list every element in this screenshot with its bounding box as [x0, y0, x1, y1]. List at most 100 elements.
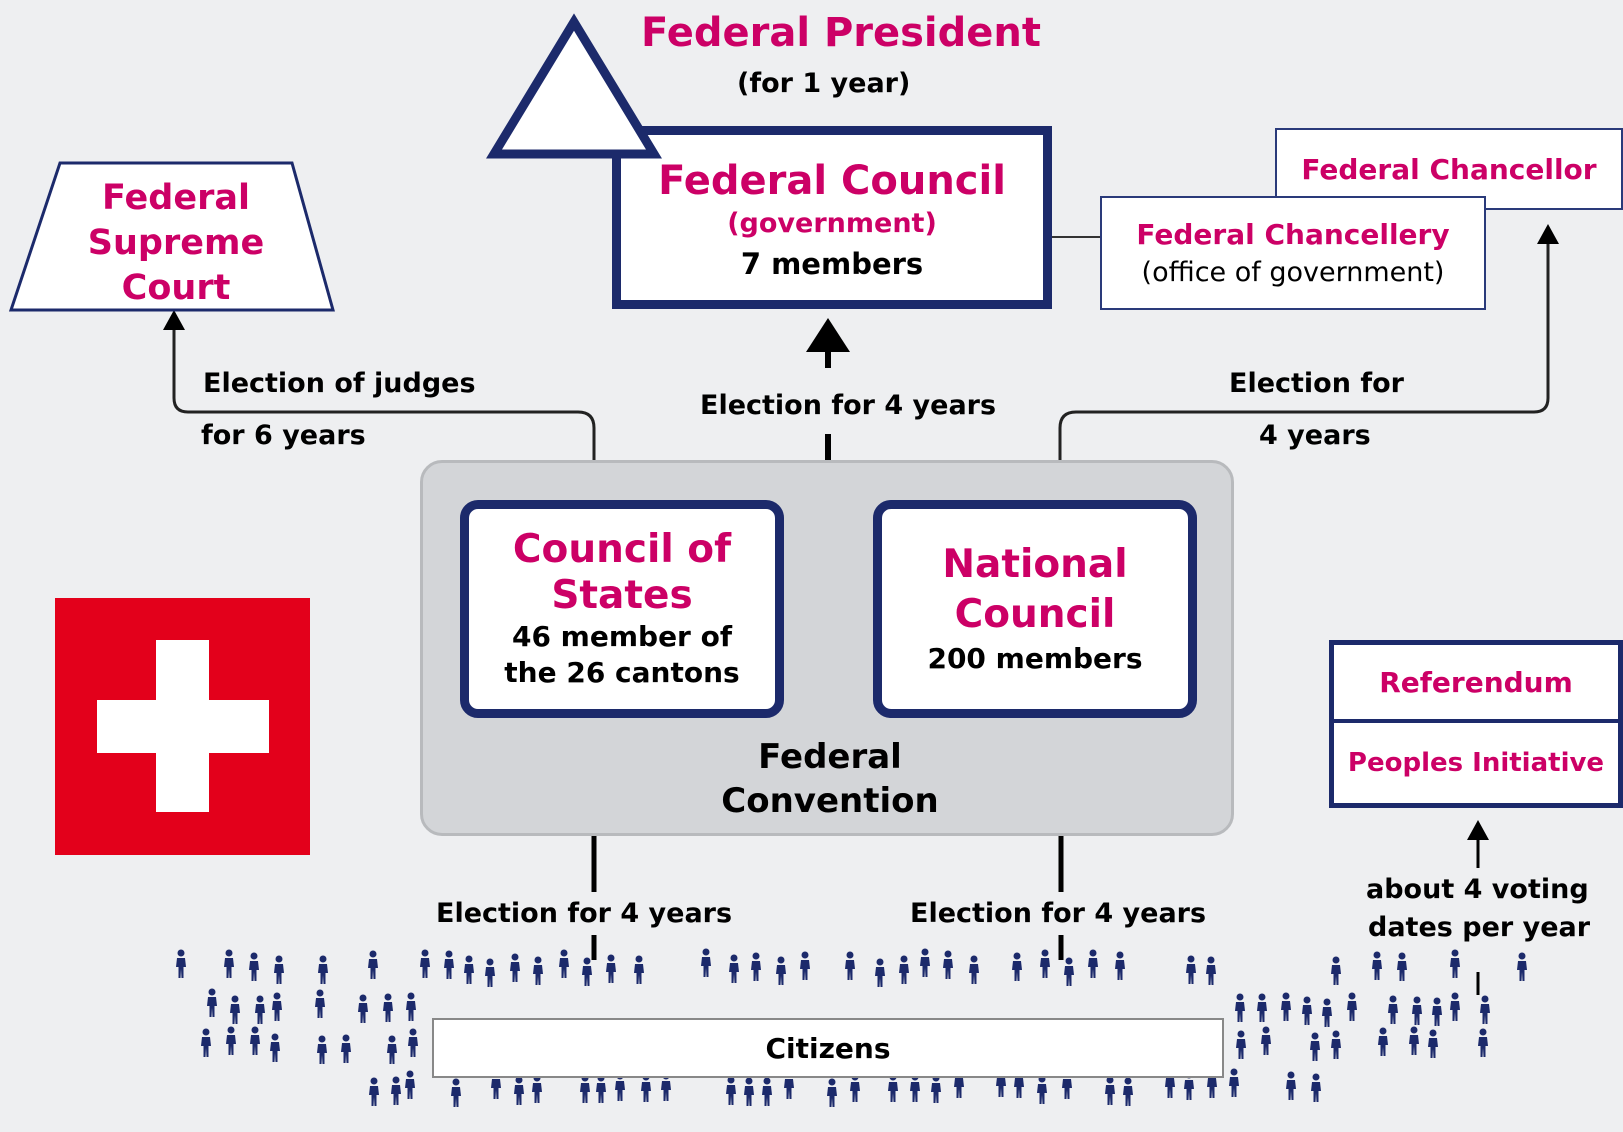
person-icon	[604, 954, 618, 984]
person-icon	[897, 955, 911, 985]
person-icon	[1233, 993, 1247, 1023]
person-icon	[531, 956, 545, 986]
person-icon	[1309, 1073, 1323, 1103]
person-icon	[1121, 1077, 1135, 1107]
chancellor-election-line	[1058, 236, 1550, 462]
chancellery-subtitle: (office of government)	[1141, 257, 1445, 288]
chancellor-arrowhead	[1537, 224, 1559, 244]
person-icon	[1386, 995, 1400, 1025]
person-icon	[366, 950, 380, 980]
person-icon	[367, 1077, 381, 1107]
chancellery-title: Federal Chancellery	[1136, 218, 1450, 251]
person-icon	[580, 957, 594, 987]
federal-chancellery-box: Federal Chancellery (office of governmen…	[1100, 196, 1486, 310]
person-icon	[724, 1076, 738, 1106]
council-title: Federal Council	[658, 158, 1006, 204]
person-icon	[1010, 952, 1024, 982]
chancellor-election-label-2: 4 years	[1259, 420, 1371, 451]
convention-line1: Federal	[758, 737, 902, 777]
court-line3: Court	[121, 268, 231, 308]
national-title-2: Council	[954, 592, 1116, 637]
person-icon	[508, 953, 522, 983]
person-icon	[248, 1026, 262, 1056]
president-title: Federal President	[641, 10, 1041, 56]
person-icon	[760, 1077, 774, 1107]
swiss-flag-icon	[55, 598, 310, 855]
person-icon	[404, 992, 418, 1022]
direct-democracy-box: Referendum Peoples Initiative	[1329, 640, 1623, 808]
person-icon	[1035, 1075, 1049, 1105]
person-icon	[385, 1035, 399, 1065]
person-icon	[224, 1026, 238, 1056]
person-icon	[512, 1076, 526, 1106]
person-icon	[1062, 957, 1076, 987]
person-icon	[313, 989, 327, 1019]
national-detail: 200 members	[927, 642, 1143, 675]
person-icon	[270, 992, 284, 1022]
person-icon	[442, 950, 456, 980]
person-icon	[253, 995, 267, 1025]
person-icon	[1320, 998, 1334, 1028]
person-icon	[557, 949, 571, 979]
person-icon	[699, 948, 713, 978]
national-title-1: National	[942, 542, 1128, 587]
person-icon	[825, 1078, 839, 1108]
states-detail-2: the 26 cantons	[504, 656, 740, 689]
person-icon	[1259, 1026, 1273, 1056]
states-election-label: Election for 4 years	[436, 898, 733, 929]
person-icon	[1086, 949, 1100, 979]
person-icon	[222, 949, 236, 979]
convention-line2: Convention	[721, 781, 939, 821]
person-icon	[316, 955, 330, 985]
person-icon	[1430, 997, 1444, 1027]
person-icon	[1448, 949, 1462, 979]
person-icon	[1329, 1030, 1343, 1060]
person-icon	[1300, 996, 1314, 1026]
council-subtitle: (government)	[727, 208, 937, 239]
council-election-label: Election for 4 years	[700, 390, 997, 421]
person-icon	[272, 955, 286, 985]
states-detail-1: 46 member of	[511, 620, 733, 653]
judges-election-line	[172, 322, 596, 462]
states-title-1: Council of	[512, 527, 732, 572]
person-icon	[1370, 951, 1384, 981]
federal-council-box: Federal Council (government) 7 members	[612, 126, 1052, 309]
person-icon	[1284, 1071, 1298, 1101]
person-icon	[1113, 951, 1127, 981]
person-icon	[530, 1074, 544, 1104]
person-icon	[356, 994, 370, 1024]
person-icon	[1279, 992, 1293, 1022]
person-icon	[247, 952, 261, 982]
states-title-2: States	[551, 573, 693, 618]
council-arrowhead	[806, 318, 850, 352]
person-icon	[1345, 992, 1359, 1022]
person-icon	[418, 949, 432, 979]
person-icon	[1448, 992, 1462, 1022]
person-icon	[1410, 996, 1424, 1026]
person-icon	[205, 988, 219, 1018]
person-icon	[798, 951, 812, 981]
council-members: 7 members	[740, 247, 924, 281]
person-icon	[1103, 1076, 1117, 1106]
person-icon	[381, 993, 395, 1023]
citizens-label: Citizens	[765, 1031, 891, 1065]
judges-election-label-2: for 6 years	[201, 420, 366, 451]
person-icon	[1476, 1028, 1490, 1058]
initiative-label: Peoples Initiative	[1347, 748, 1605, 778]
chancellor-title: Federal Chancellor	[1301, 152, 1597, 186]
person-icon	[462, 955, 476, 985]
court-line1: Federal	[102, 178, 250, 218]
person-icon	[1478, 995, 1492, 1025]
court-line2: Supreme	[87, 223, 265, 263]
judges-election-label-1: Election of judges	[203, 368, 476, 399]
voting-arrowhead	[1467, 820, 1489, 840]
person-icon	[174, 949, 188, 979]
person-icon	[1255, 993, 1269, 1023]
person-icon	[1515, 952, 1529, 982]
person-icon	[774, 956, 788, 986]
national-election-label: Election for 4 years	[910, 898, 1207, 929]
national-council-box: National Council 200 members	[873, 500, 1197, 718]
person-icon	[873, 958, 887, 988]
voting-dates-label-1: about 4 voting	[1366, 874, 1589, 905]
person-icon	[742, 1077, 756, 1107]
